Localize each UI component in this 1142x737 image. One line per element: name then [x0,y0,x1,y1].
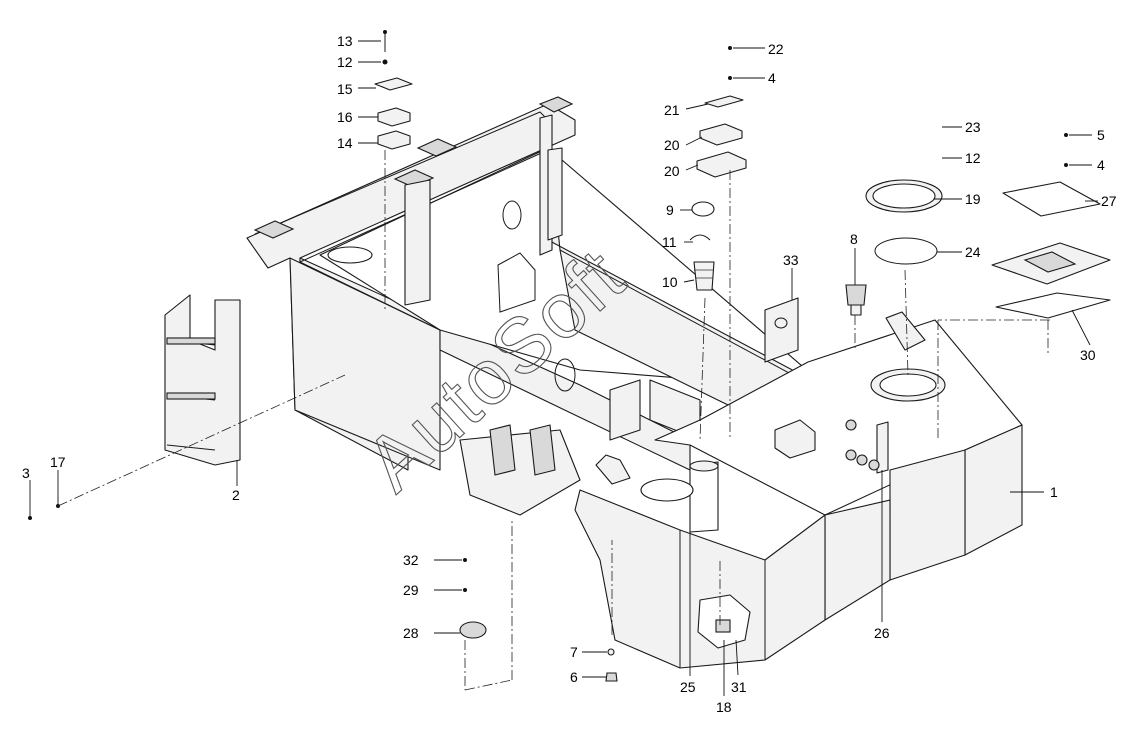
callout-20: 20 [664,163,680,179]
leader-lines [29,40,1098,696]
callout-8: 8 [850,231,858,247]
callout-10: 10 [662,274,678,290]
bracket-plate [764,297,799,363]
callout-5: 5 [1097,127,1105,143]
plate-stack-center [696,46,747,178]
callout-30: 30 [1080,347,1096,363]
callout-17: 17 [50,454,66,470]
callout-4: 4 [1097,157,1105,173]
callout-12: 12 [337,54,353,70]
filter-assembly [689,201,715,291]
callout-22: 22 [768,41,784,57]
breather-cap [845,284,867,316]
plate-stack-left [374,30,413,150]
center-lines [57,150,1050,691]
callout-3: 3 [22,465,30,481]
callout-23: 23 [965,119,981,135]
callout-25: 25 [680,679,696,695]
tank-assembly [574,311,1023,669]
ring-flange-gasket [865,179,943,265]
main-frame [246,96,831,516]
callout-11: 11 [662,234,677,250]
callout-26: 26 [874,625,890,641]
callout-1: 1 [1050,484,1058,500]
bottom-small-parts [28,504,618,682]
callout-18: 18 [716,699,732,715]
callout-9: 9 [666,202,674,218]
callout-12: 12 [965,150,981,166]
callout-31: 31 [731,679,747,695]
callout-7: 7 [570,644,578,660]
callout-15: 15 [337,81,353,97]
callout-28: 28 [403,625,419,641]
callout-2: 2 [232,487,240,503]
callout-16: 16 [337,109,353,125]
callout-numbers: 13 12 15 16 14 22 4 21 20 20 9 11 10 33 … [22,33,1117,715]
callout-32: 32 [403,552,419,568]
callout-14: 14 [337,135,353,151]
callout-33: 33 [783,252,799,268]
callout-4: 4 [768,70,776,86]
callout-6: 6 [570,669,578,685]
callout-24: 24 [965,244,981,260]
cover-plate-stack [991,133,1111,319]
callout-21: 21 [664,102,680,118]
callout-13: 13 [337,33,353,49]
callout-29: 29 [403,582,419,598]
ladder-step-assembly [164,294,241,466]
callout-20: 20 [664,137,680,153]
callout-19: 19 [965,191,981,207]
callout-27: 27 [1101,193,1117,209]
